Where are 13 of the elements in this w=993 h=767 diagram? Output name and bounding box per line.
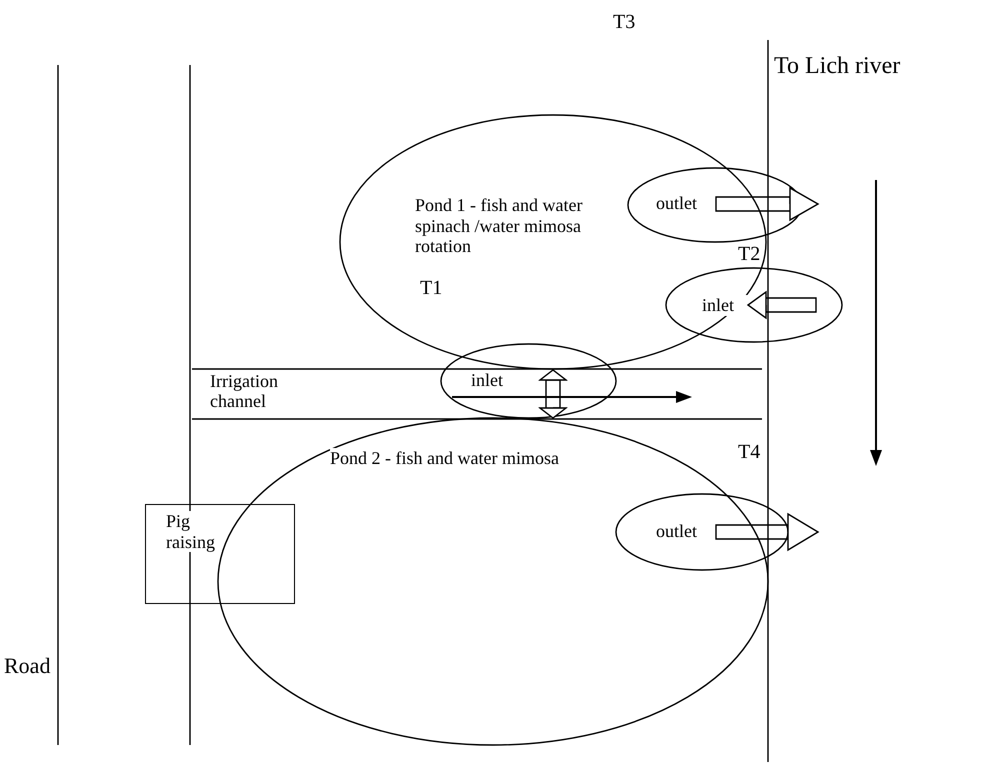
- pig-raising-box: [145, 504, 295, 604]
- channel-label: Irrigation channel: [210, 372, 279, 412]
- inlet-ellipse: [441, 344, 616, 418]
- river-label: To Lich river: [774, 52, 900, 81]
- road-label: Road: [4, 653, 50, 680]
- node-label: inlet: [702, 295, 748, 316]
- inlet-ellipse: [666, 268, 842, 342]
- outlet-ellipse: [616, 494, 788, 570]
- transect-label: T2: [738, 242, 760, 266]
- node-label: Pig raising: [166, 511, 222, 552]
- pond-ellipse: [218, 418, 768, 745]
- transect-label: T3: [613, 10, 636, 34]
- transect-label: T4: [738, 440, 760, 464]
